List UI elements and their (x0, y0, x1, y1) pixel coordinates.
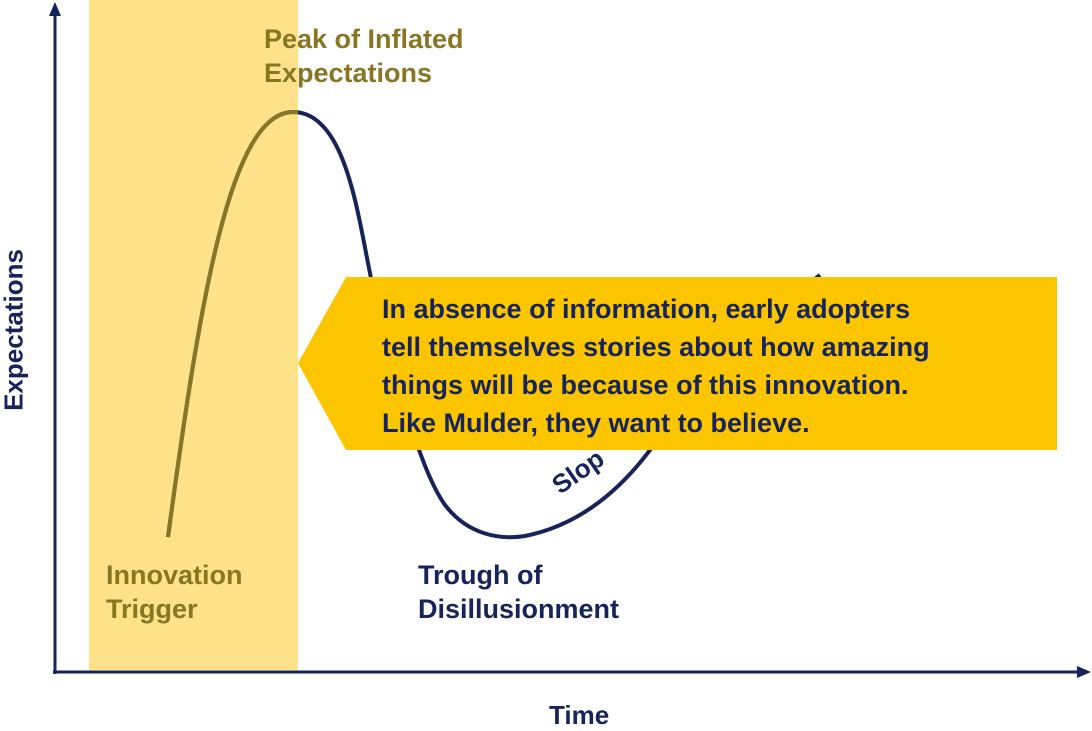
trigger-label-line-2: Trigger (106, 594, 198, 624)
innovation-trigger-band (89, 0, 298, 670)
trough-of-disillusionment-label: Trough of Disillusionment (418, 558, 619, 626)
x-axis-arrowhead (1077, 666, 1091, 678)
hype-curve-in-band (166, 109, 298, 538)
slope-label-partial: Slop (546, 443, 609, 500)
innovation-trigger-label: Innovation Trigger (106, 558, 243, 626)
peak-label-line-2: Expectations (264, 58, 433, 88)
peak-of-inflated-expectations-label: Peak of Inflated Expectations (264, 22, 464, 90)
callout-line-4: Like Mulder, they want to believe. (382, 408, 810, 438)
peak-label-line-1: Peak of Inflated (264, 24, 464, 54)
x-axis-title: Time (549, 700, 610, 730)
callout-line-2: tell themselves stories about how amazin… (382, 332, 930, 362)
trigger-label-line-1: Innovation (106, 560, 243, 590)
callout-text: In absence of information, early adopter… (382, 290, 1042, 442)
callout-box (298, 277, 1057, 450)
trough-label-line-1: Trough of (418, 560, 543, 590)
callout-line-3: things will be because of this innovatio… (382, 370, 909, 400)
y-axis-title-text: Expectations (0, 249, 29, 411)
trough-label-line-2: Disillusionment (418, 594, 620, 624)
callout-line-1: In absence of information, early adopter… (382, 294, 911, 324)
y-axis-arrowhead (49, 2, 61, 16)
